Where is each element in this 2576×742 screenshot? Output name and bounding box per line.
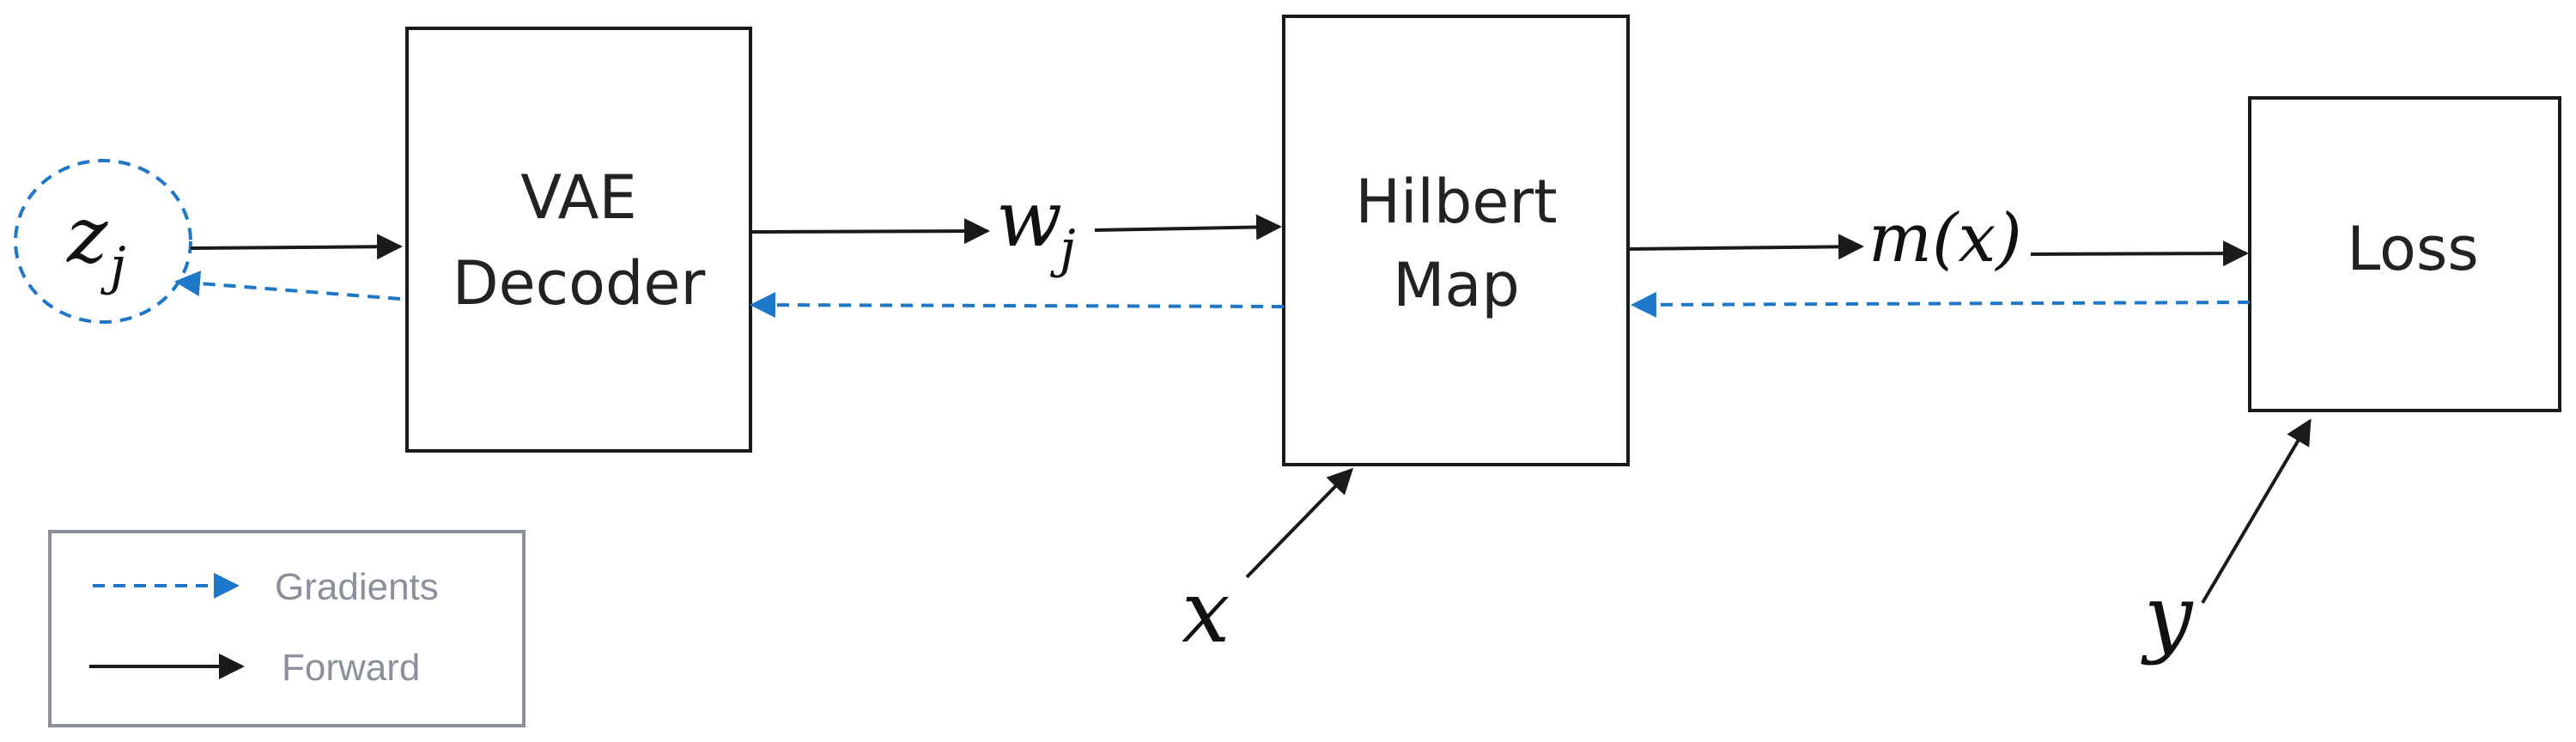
loss-box (2248, 96, 2561, 412)
label-x: x (1182, 562, 1230, 662)
gradient-arrow-loss-to-hilbert (1631, 291, 2251, 318)
legend-forward-label: Forward (282, 647, 420, 689)
vae-decoder-box (405, 27, 752, 453)
forward-arrow-z-to-vae (190, 234, 403, 260)
gradient-arrow-hilbert-to-vae (750, 292, 1285, 319)
forward-arrow-w-to-hilbert (1094, 214, 1282, 240)
vae-label-line1: VAE (520, 162, 637, 233)
loss-label: Loss (2347, 214, 2479, 284)
node-hilbert-map: Hilbert Map (1282, 15, 1630, 466)
z-label: z (66, 191, 108, 281)
node-vae-decoder: VAE Decoder (405, 27, 752, 453)
hilbert-map-box (1282, 15, 1630, 466)
legend: Gradients Forward (48, 530, 526, 727)
node-z: z j (14, 159, 192, 324)
forward-arrow-vae-to-w (750, 218, 990, 245)
label-y: y (2141, 566, 2194, 666)
hilbert-label-line2: Map (1393, 250, 1520, 320)
forward-arrow-x-to-hilbert (1245, 467, 1354, 579)
legend-box (48, 530, 526, 727)
node-loss: Loss (2248, 96, 2561, 412)
legend-gradients-label: Gradients (275, 566, 439, 608)
vae-label-line2: Decoder (453, 248, 706, 319)
gradient-arrow-vae-to-z (174, 271, 401, 301)
forward-arrow-m-to-loss (2030, 240, 2249, 267)
forward-arrow-hilbert-to-m (1627, 234, 1864, 260)
forward-arrow-y-to-loss (2201, 418, 2312, 605)
label-w: w j (996, 174, 1076, 279)
z-circle (14, 159, 192, 324)
label-m-of-x: m(x) (1868, 200, 2022, 277)
w-label: w (996, 174, 1062, 265)
hilbert-label-line1: Hilbert (1355, 167, 1557, 237)
